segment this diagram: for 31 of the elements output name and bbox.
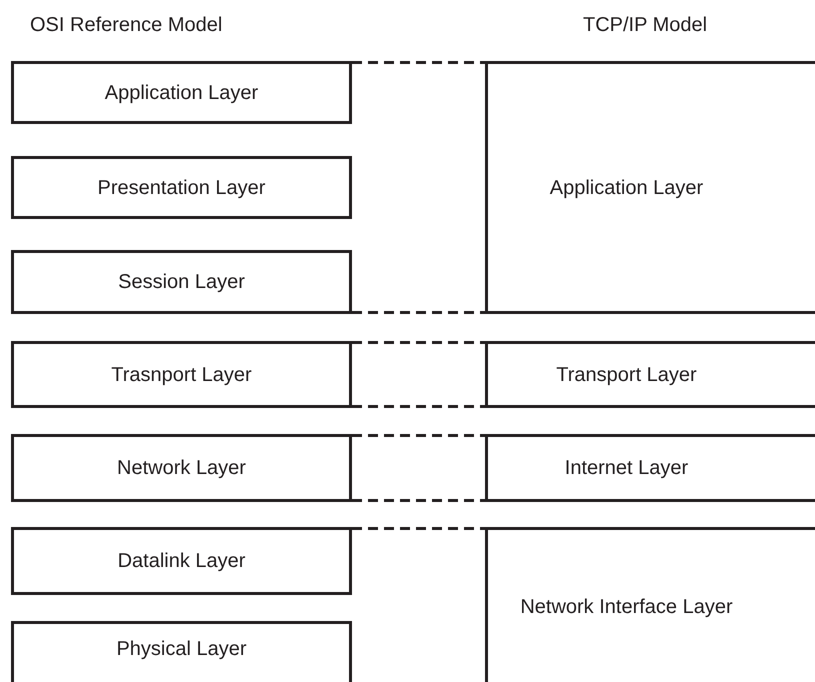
layer-box	[11, 434, 352, 502]
layer-label: Physical Layer	[116, 636, 247, 662]
dashed-connector	[352, 434, 485, 437]
dashed-connector	[352, 311, 485, 314]
layer-box	[11, 250, 352, 314]
dashed-connector	[352, 405, 485, 408]
column-heading: OSI Reference Model	[30, 13, 222, 38]
layer-box	[485, 61, 815, 314]
layer-label: Trasnport Layer	[111, 362, 252, 388]
dashed-connector	[352, 341, 485, 344]
layer-box	[485, 434, 815, 502]
layer-box	[485, 527, 815, 682]
layer-label: Transport Layer	[556, 362, 698, 388]
layer-label: Session Layer	[118, 270, 245, 295]
column-heading: TCP/IP Model	[583, 13, 708, 38]
layer-box	[11, 527, 352, 595]
dashed-connector	[352, 499, 485, 502]
layer-box	[11, 341, 352, 408]
layer-box	[11, 156, 352, 219]
layer-box	[485, 341, 815, 408]
layer-label: Application Layer	[104, 80, 258, 106]
layer-label: Application Layer	[550, 176, 704, 200]
layer-label: Network Layer	[117, 456, 246, 481]
layer-box	[11, 61, 352, 124]
layer-box	[11, 621, 352, 682]
dashed-connector	[352, 527, 485, 530]
layer-label: Presentation Layer	[98, 176, 266, 200]
layer-label: Internet Layer	[564, 456, 690, 481]
layer-label: Network Interface Layer	[520, 594, 734, 620]
dashed-connector	[352, 61, 485, 64]
layer-label: Datalink Layer	[118, 549, 246, 574]
